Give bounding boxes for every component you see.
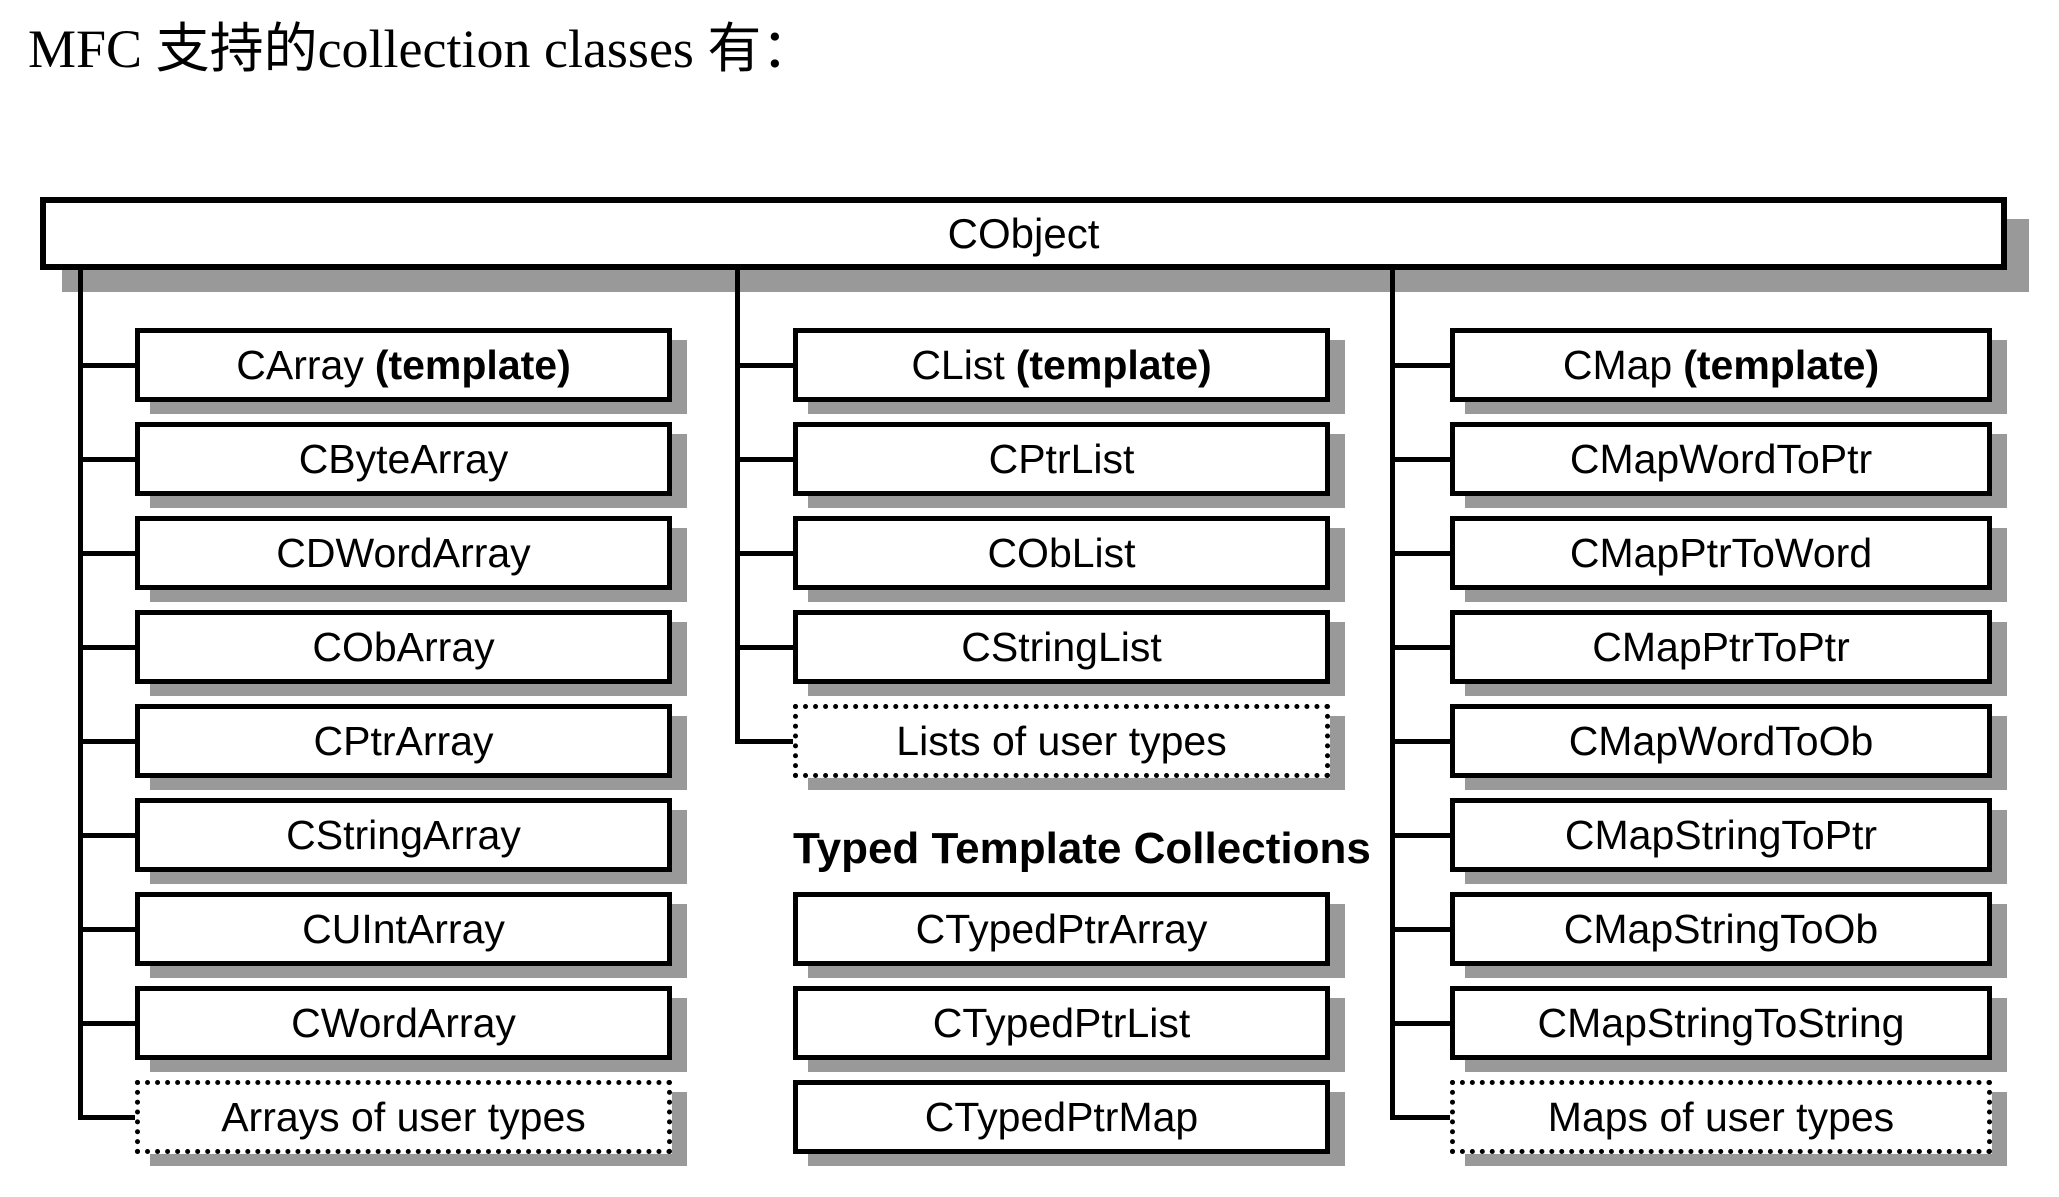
template-suffix-label: (template) bbox=[1683, 341, 1880, 388]
class-box-label: CMapWordToOb bbox=[1568, 717, 1874, 764]
class-box-label: CObArray bbox=[312, 623, 495, 670]
class-box-label: CByteArray bbox=[298, 435, 509, 482]
user-types-box: Maps of user types bbox=[1450, 1080, 1992, 1154]
class-box: CMapStringToPtr bbox=[1450, 798, 1992, 872]
class-box: CUIntArray bbox=[135, 892, 672, 966]
class-box-label: CMapPtrToPtr bbox=[1592, 623, 1850, 670]
template-suffix-label: (template) bbox=[374, 341, 571, 388]
connector-stub bbox=[735, 550, 793, 556]
class-box-label: CArray bbox=[236, 341, 364, 388]
connector-stub bbox=[1390, 362, 1450, 368]
cobject-label: CObject bbox=[947, 209, 1100, 257]
connector-stub bbox=[78, 1020, 135, 1026]
class-box-label: CDWordArray bbox=[276, 529, 531, 576]
class-box-label: CMapStringToPtr bbox=[1564, 811, 1878, 858]
connector-stub bbox=[78, 550, 135, 556]
class-box: CObArray bbox=[135, 610, 672, 684]
class-box: CByteArray bbox=[135, 422, 672, 496]
user-types-box: Arrays of user types bbox=[135, 1080, 672, 1154]
class-box: CStringArray bbox=[135, 798, 672, 872]
class-box-label: CMapStringToOb bbox=[1563, 905, 1879, 952]
class-box: CDWordArray bbox=[135, 516, 672, 590]
class-box-label: Arrays of user types bbox=[221, 1093, 586, 1140]
class-box-label: CWordArray bbox=[291, 999, 516, 1046]
template-suffix-label: (template) bbox=[1015, 341, 1212, 388]
class-box: CMapWordToPtr bbox=[1450, 422, 1992, 496]
class-box: CMapWordToOb bbox=[1450, 704, 1992, 778]
connector-stub bbox=[78, 456, 135, 462]
connector-stub bbox=[1390, 644, 1450, 650]
connector-stub bbox=[1390, 1114, 1450, 1120]
connector-stub bbox=[78, 644, 135, 650]
connector-trunk bbox=[735, 270, 740, 744]
class-box: CPtrList bbox=[793, 422, 1330, 496]
connector-trunk bbox=[1390, 270, 1395, 1120]
connector-stub bbox=[1390, 832, 1450, 838]
class-box-label: CList bbox=[911, 341, 1005, 388]
connector-stub bbox=[735, 738, 793, 744]
connector-stub bbox=[78, 1114, 135, 1120]
connector-trunk bbox=[78, 270, 83, 1120]
connector-stub bbox=[1390, 550, 1450, 556]
class-box: CMapStringToOb bbox=[1450, 892, 1992, 966]
class-box-label: CTypedPtrList bbox=[932, 999, 1191, 1046]
class-box-label: CPtrList bbox=[988, 435, 1135, 482]
class-box-label: CTypedPtrArray bbox=[915, 905, 1208, 952]
class-box: CMapPtrToWord bbox=[1450, 516, 1992, 590]
class-box-label: CTypedPtrMap bbox=[924, 1093, 1199, 1140]
class-box: CTypedPtrList bbox=[793, 986, 1330, 1060]
class-box: CArray(template) bbox=[135, 328, 672, 402]
class-box: CTypedPtrMap bbox=[793, 1080, 1330, 1154]
class-box-label: Maps of user types bbox=[1547, 1093, 1895, 1140]
connector-stub bbox=[78, 832, 135, 838]
class-box: CList(template) bbox=[793, 328, 1330, 402]
class-box: CWordArray bbox=[135, 986, 672, 1060]
class-box: CMapStringToString bbox=[1450, 986, 1992, 1060]
class-box: CStringList bbox=[793, 610, 1330, 684]
class-box: CObList bbox=[793, 516, 1330, 590]
connector-stub bbox=[1390, 456, 1450, 462]
class-box-label: CMapWordToPtr bbox=[1569, 435, 1873, 482]
class-box-label: CMapPtrToWord bbox=[1569, 529, 1873, 576]
user-types-box: Lists of user types bbox=[793, 704, 1330, 778]
class-box-label: CStringList bbox=[961, 623, 1162, 670]
class-box-label: CMapStringToString bbox=[1537, 999, 1905, 1046]
page-title: MFC 支持的collection classes 有： bbox=[28, 19, 816, 79]
connector-stub bbox=[78, 926, 135, 932]
connector-stub bbox=[78, 362, 135, 368]
connector-stub bbox=[1390, 926, 1450, 932]
cobject-box: CObject bbox=[40, 197, 2007, 270]
connector-stub bbox=[735, 362, 793, 368]
class-box-label: CStringArray bbox=[286, 811, 521, 858]
class-box: CPtrArray bbox=[135, 704, 672, 778]
connector-stub bbox=[78, 738, 135, 744]
typed-template-collections-heading: Typed Template Collections bbox=[793, 824, 1371, 873]
class-box: CMap(template) bbox=[1450, 328, 1992, 402]
class-box-label: CUIntArray bbox=[302, 905, 505, 952]
class-box: CTypedPtrArray bbox=[793, 892, 1330, 966]
connector-stub bbox=[1390, 738, 1450, 744]
class-box-label: CMap bbox=[1562, 341, 1673, 388]
class-box: CMapPtrToPtr bbox=[1450, 610, 1992, 684]
class-box-label: Lists of user types bbox=[896, 717, 1227, 764]
connector-stub bbox=[1390, 1020, 1450, 1026]
connector-stub bbox=[735, 644, 793, 650]
class-box-label: CObList bbox=[987, 529, 1136, 576]
connector-stub bbox=[735, 456, 793, 462]
class-box-label: CPtrArray bbox=[313, 717, 494, 764]
